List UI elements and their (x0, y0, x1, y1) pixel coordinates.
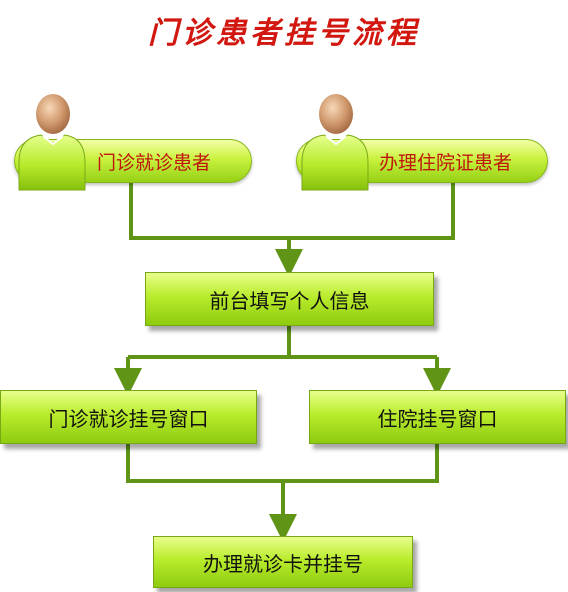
connector-outpatient-window-down (126, 442, 283, 483)
person-icon (18, 94, 86, 191)
patient-outpatient-label: 门诊就诊患者 (97, 151, 212, 174)
connector-outpatient-to-merge (129, 180, 289, 240)
patient-inpatient-label-pill: 办理住院证患者 (296, 139, 548, 183)
connector-inpatient-window-down (283, 442, 439, 483)
step-front-desk: 前台填写个人信息 (145, 272, 434, 326)
step-final-label: 办理就诊卡并挂号 (203, 551, 363, 576)
step-outpatient-window: 门诊就诊挂号窗口 (0, 390, 257, 444)
person-icon (301, 94, 369, 191)
connector-inpatient-to-merge (289, 180, 455, 240)
step-front-desk-label: 前台填写个人信息 (209, 288, 370, 313)
step-final: 办理就诊卡并挂号 (153, 536, 413, 588)
step-inpatient-window: 住院挂号窗口 (309, 390, 566, 444)
step-inpatient-window-label: 住院挂号窗口 (377, 406, 498, 431)
step-outpatient-window-label: 门诊就诊挂号窗口 (48, 406, 209, 431)
patient-inpatient-label: 办理住院证患者 (379, 151, 513, 174)
page-title: 门诊患者挂号流程 (148, 16, 420, 51)
